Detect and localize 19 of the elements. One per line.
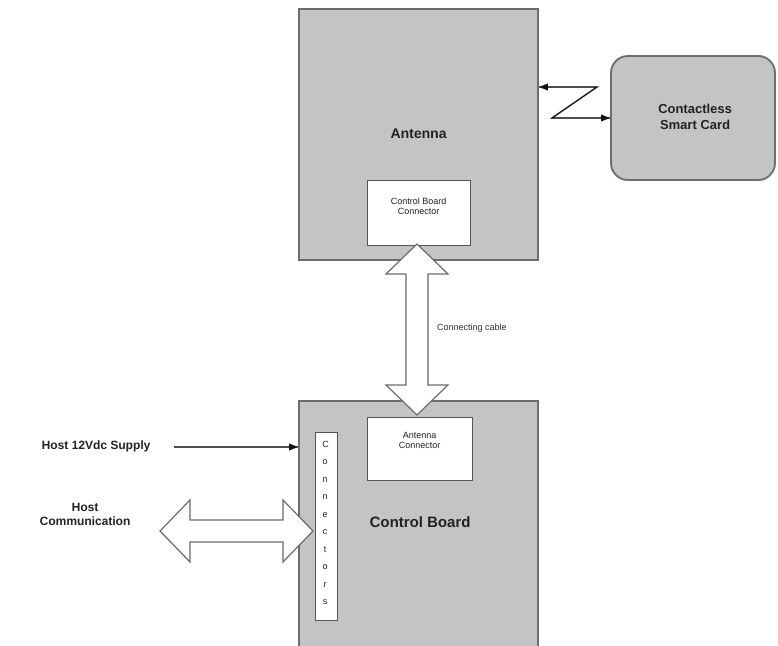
connector-label: Antenna Connector	[398, 430, 442, 452]
connector-strip	[315, 432, 338, 621]
control-board-label: Control Board	[368, 514, 472, 532]
control-board-panel	[298, 400, 539, 646]
connector-label: Control Board Connector	[390, 196, 448, 218]
arrow	[174, 443, 298, 451]
edge-label: Connecting cable	[437, 322, 507, 332]
double-block-arrow	[384, 243, 450, 416]
supply-label: Host 12Vdc Supply	[40, 438, 152, 452]
connector-box	[367, 417, 473, 481]
connector-label: Connectors	[322, 438, 328, 608]
smart-card-box	[610, 55, 776, 181]
antenna-label: Antenna	[390, 125, 448, 142]
connector-box	[367, 180, 471, 246]
host-communication-label: Host Communication	[38, 500, 132, 529]
double-block-arrow	[159, 498, 314, 564]
smart-card-label: Contactless Smart Card	[657, 101, 733, 132]
antenna-panel	[298, 8, 539, 261]
zigzag-arrow	[539, 83, 610, 122]
